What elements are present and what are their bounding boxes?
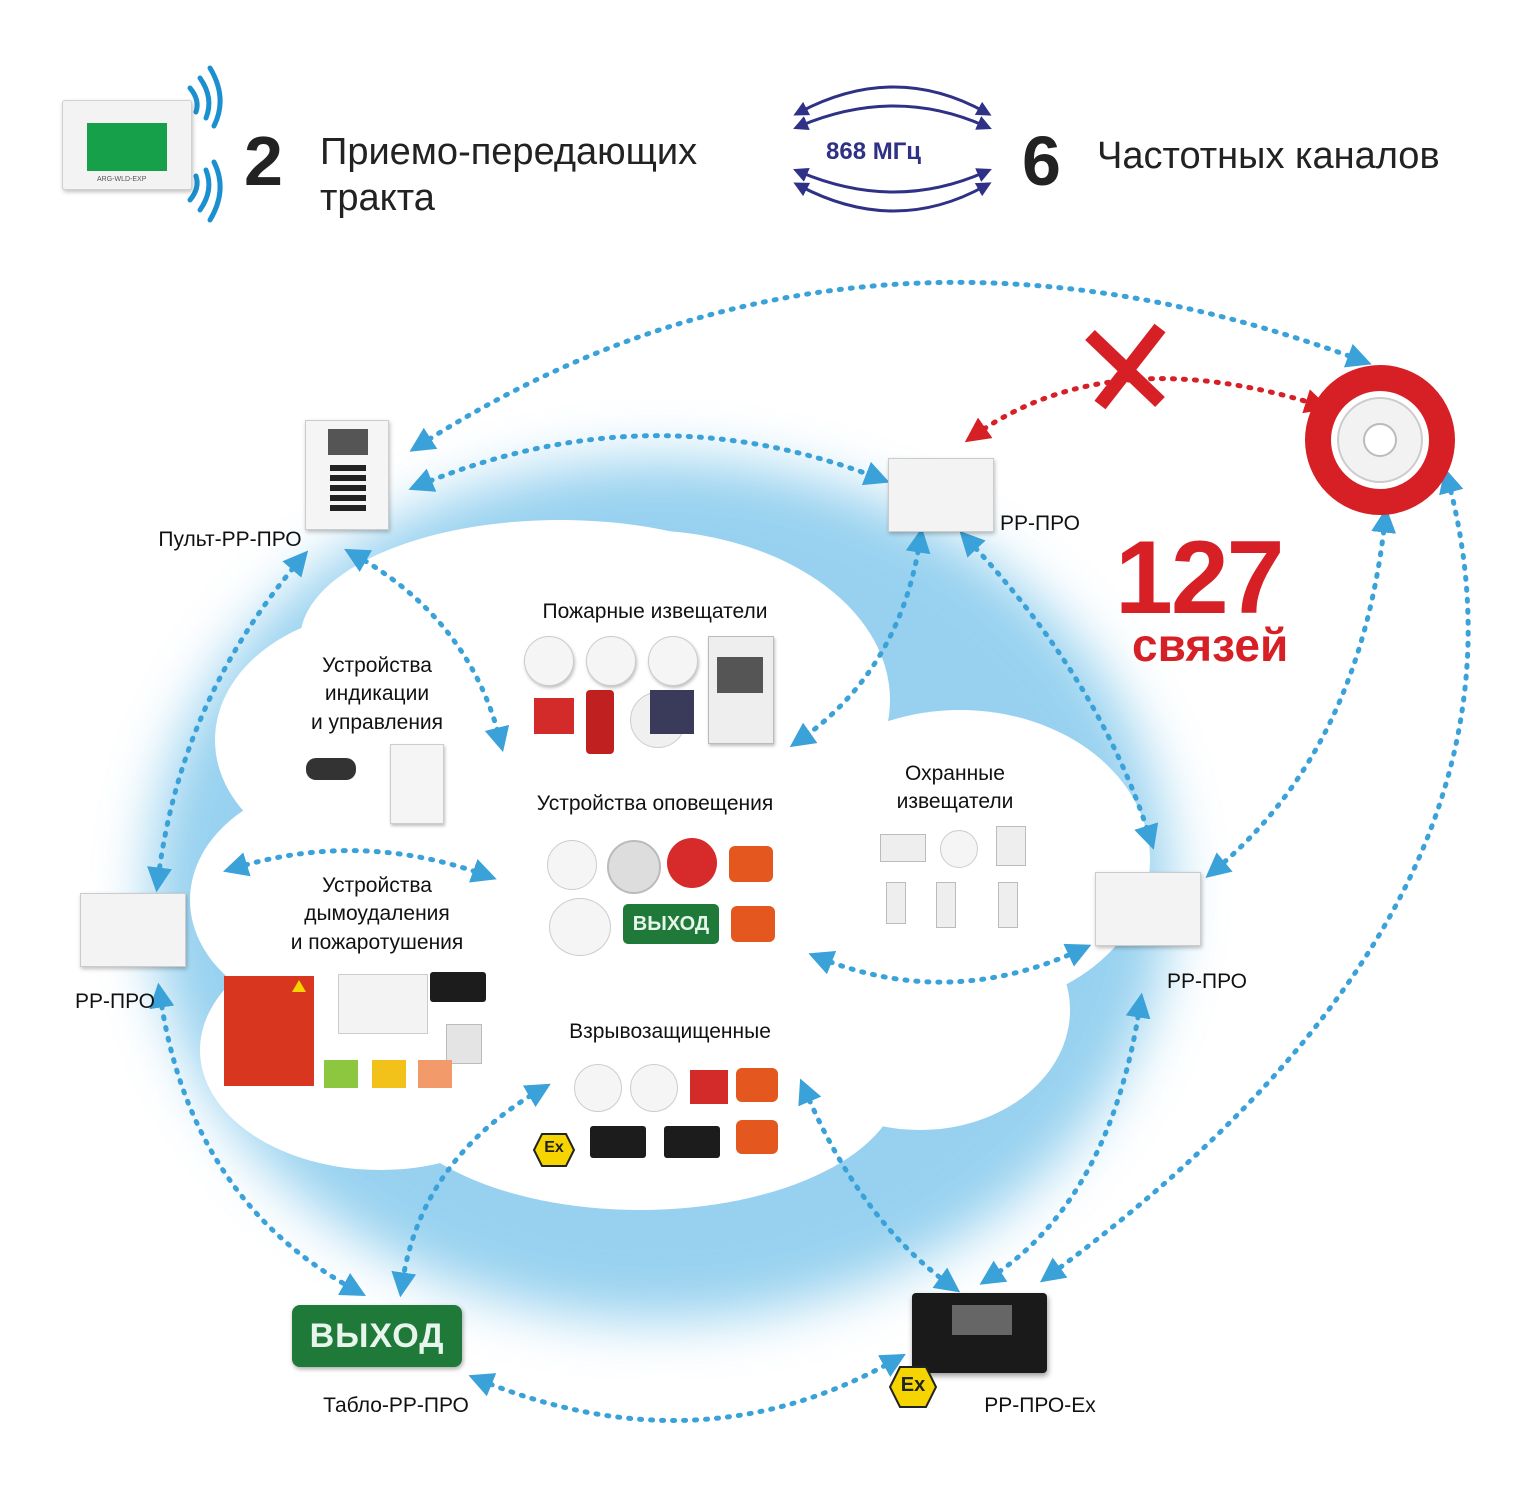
category-explosion-proof: Взрывозащищенные [569, 1020, 771, 1043]
ex-badge-text: Ex [900, 1374, 926, 1396]
ex-wristband-icon [736, 1068, 778, 1102]
wireless-sounder-icon [549, 898, 611, 956]
heat-detector-icon [586, 636, 636, 686]
notification-group: ВЫХОД [545, 838, 785, 958]
category-notification: Устройства оповещения [536, 792, 774, 815]
module-model-label: ARG-WLD-EXP [97, 176, 147, 183]
manual-call-point-icon [534, 698, 574, 734]
yellow-call-point-icon [372, 1060, 406, 1088]
exit-sign-small: ВЫХОД [623, 904, 719, 944]
tracts-text-line1: Приемо-передающих [320, 131, 698, 173]
ex-call-point-icon [690, 1070, 728, 1104]
wristband-icon-2 [731, 906, 775, 942]
tablo-label: Табло-РР-ПРО [323, 1394, 469, 1417]
exit-sign-small-text: ВЫХОД [632, 912, 710, 935]
ex-badge-small-icon: Ex [532, 1132, 576, 1168]
category-smoke-line2: дымоудаления [304, 902, 450, 926]
ex-heat-detector-icon [630, 1064, 678, 1112]
category-indication-line2: индикации [324, 682, 430, 706]
speaker-icon [607, 840, 661, 894]
tablo-exit-sign: ВЫХОД [292, 1305, 462, 1367]
frequency-label: 868 МГц [826, 138, 922, 165]
orange-call-point-icon [418, 1060, 452, 1088]
explosion-proof-group: Ex [530, 1060, 790, 1172]
radio-waves-icon [187, 65, 223, 223]
control-cabinet-icon [224, 976, 314, 1086]
pult-keypad [330, 463, 366, 511]
rr-right-label: РР-ПРО [1167, 970, 1247, 993]
din-module-icon [446, 1024, 482, 1064]
radio-module-image: ARG-WLD-EXP [62, 100, 192, 190]
door-contact-icon [886, 882, 906, 924]
fire-detectors-group [522, 636, 782, 756]
wristband-icon [729, 846, 773, 882]
ex-relay-box-2 [664, 1126, 720, 1158]
rr-right-device-image [1095, 872, 1201, 946]
tracts-text: Приемо-передающих тракта [320, 130, 697, 221]
key-fob-icon [306, 758, 356, 780]
tablo-exit-text: ВЫХОД [309, 1316, 445, 1355]
ex-wristband-icon-2 [736, 1120, 778, 1154]
pir-detector-icon [996, 826, 1026, 866]
category-indication: Устройства индикации и управления [282, 652, 472, 737]
ex-badge-icon: Ex [888, 1365, 938, 1409]
ex-relay-box-1 [590, 1126, 646, 1158]
beam-detector-icon [708, 636, 774, 744]
detector-red-ring [1305, 365, 1455, 515]
category-fire-detectors: Пожарные извещатели [542, 600, 768, 623]
security-detectors-group [876, 826, 1046, 936]
tracts-number: 2 [244, 122, 283, 200]
keypad-panel-icon [390, 744, 444, 824]
green-call-point-icon [324, 1060, 358, 1088]
rr-ex-label: РР-ПРО-Ex [984, 1394, 1096, 1417]
pult-label: Пульт-РР-ПРО [158, 528, 302, 551]
beam-detector-window [717, 657, 763, 693]
rr-ex-plate [952, 1305, 1012, 1335]
category-smoke-line1: Устройства [322, 874, 432, 897]
pult-screen [328, 429, 368, 455]
module-display [87, 123, 167, 171]
smoke-detector-icon [524, 636, 574, 686]
temp-sensor-icon [998, 882, 1018, 928]
flame-detector-icon [586, 690, 614, 754]
relay-module-icon [338, 974, 428, 1034]
category-indication-line1: Устройства [322, 654, 432, 677]
smoke-control-group [222, 966, 492, 1088]
combo-detector-icon [648, 636, 698, 686]
sounder-detector-icon [547, 840, 597, 890]
ex-smoke-detector-icon [574, 1064, 622, 1112]
blocked-cross-icon [1085, 323, 1166, 410]
connections-number: 127 [1115, 520, 1285, 636]
linear-detector-icon [650, 690, 694, 734]
category-smoke-control: Устройства дымоудаления и пожаротушения [262, 872, 492, 957]
connections-word: связей [1132, 619, 1289, 671]
rr-left-label: РР-ПРО [75, 990, 155, 1013]
ex-badge-small-text: Ex [544, 1139, 564, 1156]
red-siren-icon [667, 838, 717, 888]
rr-top-device-image [888, 458, 994, 532]
ceiling-detector-icon [940, 830, 978, 868]
tracts-text-line2: тракта [320, 176, 435, 219]
warning-triangle-icon [292, 980, 306, 992]
category-indication-line3: и управления [310, 710, 444, 734]
glass-break-detector-icon [880, 834, 926, 862]
channels-number: 6 [1022, 122, 1061, 200]
rr-left-device-image [80, 893, 186, 967]
rr-top-label: РР-ПРО [1000, 512, 1080, 535]
connection-arrows [147, 279, 1471, 1423]
category-security: Охранные извещатели [860, 760, 1050, 817]
pult-device-image [305, 420, 389, 530]
flood-sensor-icon [936, 882, 956, 928]
category-security-line2: извещатели [896, 790, 1014, 814]
category-security-line1: Охранные [905, 762, 1005, 785]
frequency-arcs-icon [793, 85, 992, 213]
category-smoke-line3: и пожаротушения [290, 930, 464, 954]
rr-ex-device-image [912, 1293, 1047, 1373]
channels-text: Частотных каналов [1097, 135, 1440, 177]
black-relay-icon [430, 972, 486, 1002]
